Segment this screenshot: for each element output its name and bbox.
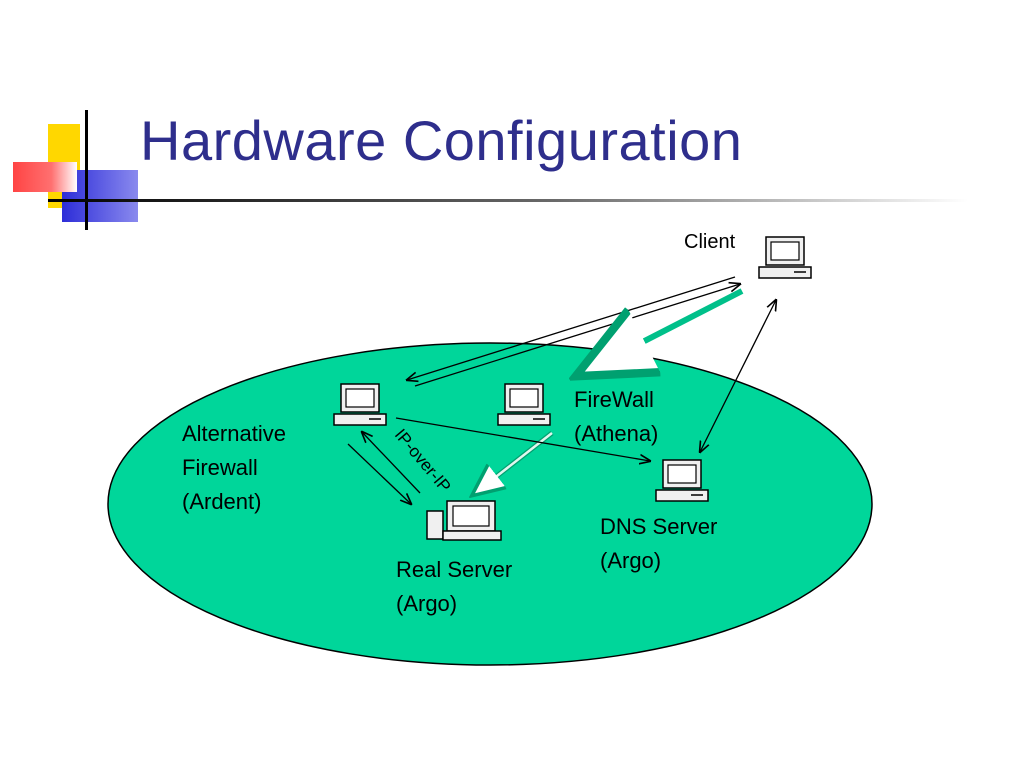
dns-server-label-line-1: DNS Server <box>600 514 718 539</box>
alt-firewall-label-line-1: Alternative <box>182 421 286 446</box>
server-computer-icon <box>426 500 502 541</box>
deco-vertical-line <box>85 110 88 230</box>
title-underline <box>48 199 968 202</box>
connections <box>347 276 776 504</box>
computer-icon <box>497 383 551 426</box>
link-alt-firewall-to-dns-server <box>395 417 650 461</box>
firewall-label-line-2: (Athena) <box>574 421 659 446</box>
client-label: Client <box>684 228 735 256</box>
computer-icon <box>333 383 387 426</box>
firewall-label: FireWall (Athena) <box>574 383 658 451</box>
page-title: Hardware Configuration <box>140 109 743 172</box>
dns-server-label-line-2: (Argo) <box>600 548 662 573</box>
alt-firewall-label-line-2: Firewall <box>182 455 258 480</box>
deco-red-block <box>13 162 77 192</box>
client-label-line: Client <box>684 231 736 253</box>
dns-server-label: DNS Server (Argo) <box>600 510 717 578</box>
real-server-label-line-1: Real Server <box>396 557 513 582</box>
firewall-label-line-1: FireWall <box>574 387 654 412</box>
computer-icon <box>758 236 812 279</box>
title-decoration <box>13 110 968 230</box>
link-client-dns-server <box>700 300 776 452</box>
link-firewall-to-real-server <box>474 432 553 494</box>
alt-firewall-label: Alternative Firewall (Ardent) <box>182 417 286 519</box>
link-real-server-to-alt-firewall <box>347 443 411 504</box>
computer-icon <box>655 459 709 502</box>
real-server-label-line-2: (Argo) <box>396 591 458 616</box>
alt-firewall-label-line-3: (Ardent) <box>182 489 262 514</box>
link-alt-firewall-to-real-server <box>362 432 421 494</box>
real-server-label: Real Server (Argo) <box>396 553 512 621</box>
